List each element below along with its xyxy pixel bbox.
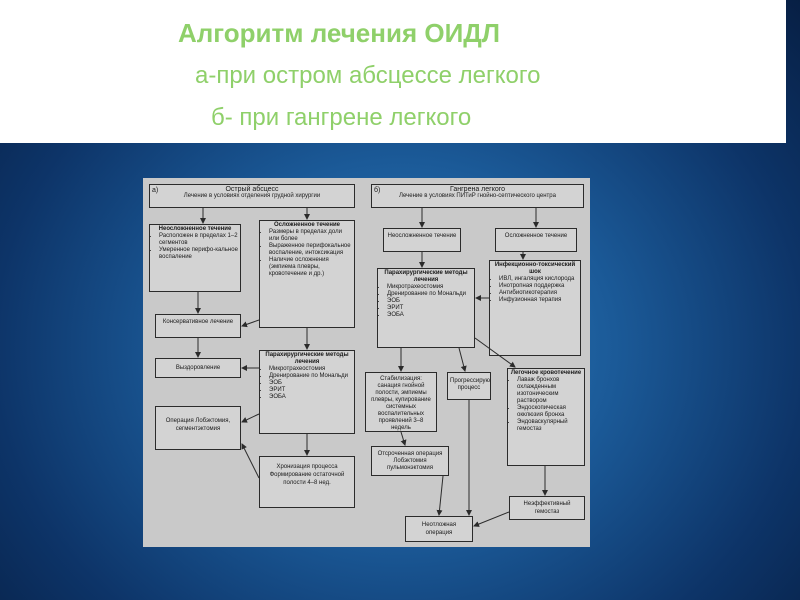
list-item: Наличие осложнения (эмпиема плевры, кров… [269, 257, 352, 278]
abscess-operation-text: Операция Лобэктомия, сегментэктомия [165, 418, 231, 432]
stabilization-box: Стабилизация: санация гнойной полости, э… [365, 372, 437, 432]
arrow [241, 443, 260, 479]
delayed-operation-box: Отсроченная операция Лобэктомия пульмонэ… [371, 446, 449, 476]
progressing-process-text: Прогрессирующий процесс [450, 378, 490, 391]
arrow [241, 319, 260, 328]
gangrene-header-box: б) Гангрена легкого Лечение в условиях П… [371, 184, 584, 208]
slide-title: Алгоритм лечения ОИДЛ [178, 18, 501, 48]
list-item: Лаваж бронхов охлажденным изотоническим … [517, 377, 582, 405]
list-item: Эндоваскулярный гемостаз [517, 419, 582, 433]
list-item: Выраженное перифокальное воспаление, инт… [269, 243, 352, 257]
list-item: ЭРИТ [387, 305, 472, 312]
chronic-process-text: Хронизация процесса Формирование остаточ… [269, 464, 345, 486]
stabilization-text: Стабилизация: санация гнойной полости, э… [371, 376, 431, 431]
gangrene-uncomplicated-box: Неосложненное течение [383, 228, 461, 252]
treatment-algorithm-diagram: а) Острый абсцесс Лечение в условиях отд… [143, 178, 590, 547]
arrow [241, 413, 260, 423]
abscess-operation-box: Операция Лобэктомия, сегментэктомия [155, 406, 241, 450]
list-item: ЭРИТ [269, 387, 352, 394]
slide-subtitle-a: а-при остром абсцессе легкого [195, 62, 541, 89]
arrow [400, 431, 407, 446]
gangrene-uncomplicated-text: Неосложненное течение [387, 233, 457, 239]
abscess-header-title: Острый абсцесс [225, 186, 279, 193]
abscess-uncomplicated-title: Неосложненное течение [158, 226, 232, 232]
list-item: ЭОБА [387, 312, 472, 319]
gangrene-header-note: Лечение в условиях ПИТиР гнойно-септичес… [399, 193, 556, 199]
ineffective-hemostasis-box: Неэффективный гемостаз [509, 496, 585, 520]
slide-subtitle-b: б- при гангрене легкого [211, 104, 472, 131]
list-item: Микротрахеостомия [269, 366, 352, 373]
list-item: Инотропная поддержка [499, 283, 578, 290]
abscess-parasurgical-box: Парахирургические методы лечения Микротр… [259, 350, 355, 434]
list-item: Микротрахеостомия [387, 284, 472, 291]
list-item: ЭОБ [269, 380, 352, 387]
list-item: Дренирование по Мональди [269, 373, 352, 380]
urgent-operation-text: Неотложная операция [421, 522, 457, 536]
arrow [458, 347, 467, 372]
arrow [474, 337, 516, 368]
recovery-text: Выздоровление [175, 365, 221, 371]
gangrene-complicated-box: Осложненное течение [495, 228, 577, 252]
arrow [436, 475, 444, 516]
list-item: Расположен в пределах 1–2 сегментов [159, 233, 238, 247]
list-item: ЭОБА [269, 394, 352, 401]
chronic-process-box: Хронизация процесса Формирование остаточ… [259, 456, 355, 508]
urgent-operation-box: Неотложная операция [405, 516, 473, 542]
conservative-treatment-text: Консервативное лечение [162, 319, 234, 325]
list-item: Размеры в пределах доли или более [269, 229, 352, 243]
toxic-shock-title: Инфекционно-токсический шок [494, 262, 576, 275]
progressing-process-box: Прогрессирующий процесс [447, 372, 491, 400]
list-item: Инфузионная терапия [499, 297, 578, 304]
pulmonary-bleeding-box: Легочное кровотечение Лаваж бронхов охла… [507, 368, 585, 466]
delayed-operation-text: Отсроченная операция Лобэктомия пульмонэ… [377, 451, 443, 471]
arrow [473, 511, 510, 527]
pulmonary-bleeding-title: Легочное кровотечение [510, 370, 582, 376]
abscess-complicated-box: Осложненное течение Размеры в пределах д… [259, 220, 355, 328]
conservative-treatment-box: Консервативное лечение [155, 314, 241, 338]
panel-b-label: б) [374, 187, 381, 194]
toxic-shock-box: Инфекционно-токсический шок ИВЛ, ингаляц… [489, 260, 581, 356]
gangrene-parasurgical-title: Парахирургические методы лечения [384, 270, 468, 283]
list-item: Умеренное перифо-кальное воспаление [159, 247, 238, 261]
list-item: Антибиотикотерапия [499, 290, 578, 297]
abscess-parasurgical-title: Парахирургические методы лечения [265, 352, 349, 365]
abscess-complicated-title: Осложненное течение [273, 222, 341, 228]
gangrene-header-title: Гангрена легкого [449, 186, 506, 193]
list-item: ИВЛ, ингаляция кислорода [499, 276, 578, 283]
gangrene-parasurgical-box: Парахирургические методы лечения Микротр… [377, 268, 475, 348]
abscess-header-box: а) Острый абсцесс Лечение в условиях отд… [149, 184, 355, 208]
flow-arrows [195, 208, 548, 527]
ineffective-hemostasis-text: Неэффективный гемостаз [523, 501, 571, 515]
abscess-header-note: Лечение в условиях отделения грудной хир… [183, 193, 321, 199]
list-item: Дренирование по Мональди [387, 291, 472, 298]
panel-a-label: а) [152, 187, 159, 194]
slide-header: Алгоритм лечения ОИДЛ а-при остром абсце… [0, 0, 786, 143]
list-item: ЭОБ [387, 298, 472, 305]
abscess-uncomplicated-box: Неосложненное течение Расположен в преде… [149, 224, 241, 292]
recovery-box: Выздоровление [155, 358, 241, 378]
gangrene-complicated-text: Осложненное течение [504, 233, 568, 239]
list-item: Эндоскопическая окклюзия бронха [517, 405, 582, 419]
